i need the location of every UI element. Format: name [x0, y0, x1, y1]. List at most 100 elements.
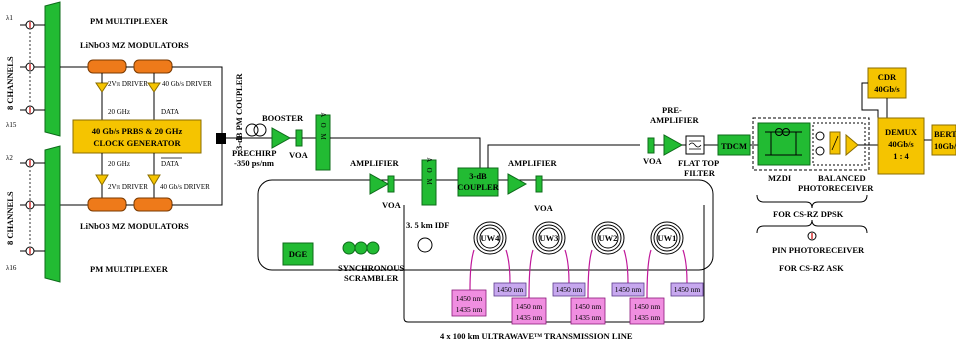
lambda-bottom-last: λ16 [6, 264, 17, 272]
pump-single-4: 1450 nm [670, 282, 704, 297]
balanced-label2: PHOTORECEIVER [798, 183, 874, 193]
driver-40g-top-label: 40 Gb/s DRIVER [162, 80, 212, 88]
svg-text:1450 nm: 1450 nm [634, 302, 661, 311]
amplifier-2 [507, 173, 528, 195]
cdr-label2: 40Gb/s [874, 84, 900, 94]
driver-2v-bottom-triangle [95, 174, 109, 186]
scrambler-label2: SCRAMBLER [344, 273, 399, 283]
3db-coupler-label2: COUPLER [457, 182, 499, 192]
voa-4 [647, 137, 655, 154]
mz-modulator-bottom-2 [133, 197, 173, 212]
spool-uw2: UW2 [591, 221, 625, 255]
cdr-label1: CDR [878, 72, 897, 82]
ghz-top-label: 20 GHz [108, 108, 130, 116]
lambda-bottom-first: λ2 [6, 154, 13, 162]
receiver-group [752, 117, 870, 171]
svg-text:1435 nm: 1435 nm [456, 305, 483, 314]
amplifier-2-label: AMPLIFIER [508, 158, 558, 168]
clock-generator-line2: CLOCK GENERATOR [93, 138, 181, 148]
driver-2v-top-label: 2Vπ DRIVER [108, 80, 148, 88]
filter-label1: FLAT TOP [678, 158, 719, 168]
lambda-top-first: λ1 [6, 14, 13, 22]
dge-label: DGE [289, 249, 308, 259]
driver-2v-top-triangle [95, 82, 109, 93]
svg-text:1435 nm: 1435 nm [516, 313, 543, 322]
ghz-bottom-label: 20 GHz [108, 160, 130, 168]
pre-amplifier-label1: PRE- [662, 105, 682, 115]
amplifier-1-label: AMPLIFIER [350, 158, 400, 168]
pump-double-3: 1450 nm 1435 nm [570, 297, 606, 325]
svg-text:1450 nm: 1450 nm [556, 285, 583, 294]
idf-coil [417, 237, 433, 253]
mz-modulators-bottom-label: LiNbO3 MZ MODULATORS [80, 221, 189, 231]
svg-text:1435 nm: 1435 nm [634, 313, 661, 322]
clock-generator-line1: 40 Gb/s PRBS & 20 GHz [92, 126, 183, 136]
spool-uw1: UW1 [650, 221, 684, 255]
3db-coupler [457, 167, 499, 197]
idf-label: 3. 5 km IDF [406, 220, 449, 230]
channels-top-label: 8 CHANNELS [5, 56, 15, 110]
mz-modulators-top-label: LiNbO3 MZ MODULATORS [80, 40, 189, 50]
balanced-label1: BALANCED [818, 173, 866, 183]
scrambler-coil [354, 241, 368, 255]
aom-2 [421, 159, 437, 206]
mzdi [757, 122, 811, 166]
voa-3-label: VOA [534, 203, 554, 213]
filter-label2: FILTER [684, 168, 716, 178]
scrambler-label1: SYNCHRONOUS [338, 263, 404, 273]
channels-bottom-label: 8 CHANNELS [5, 191, 15, 245]
pin-label: PIN PHOTORECEIVER [772, 245, 865, 255]
filter-icon [688, 140, 702, 150]
bottom-transmitter: 20 GHz DATA 2Vπ DRIVER 40 Gb/s DRIVER Li… [5, 142, 223, 283]
svg-text:1450 nm: 1450 nm [674, 285, 701, 294]
voa-4-label: VOA [643, 156, 663, 166]
voa-1 [295, 129, 303, 147]
pm-multiplexer-top [44, 1, 61, 137]
pump-single-1: 1450 nm [493, 282, 527, 297]
mzdi-label: MZDI [768, 173, 792, 183]
transmission-line-caption: 4 x 100 km ULTRAWAVETM TRANSMISSION LINE [440, 331, 633, 341]
bert [931, 124, 956, 156]
svg-text:UW2: UW2 [599, 233, 618, 243]
pump-double-2: 1450 nm 1435 nm [511, 297, 547, 325]
driver-40g-bottom-triangle [147, 174, 161, 186]
pump-single-3: 1450 nm [611, 282, 645, 297]
svg-text:1450 nm: 1450 nm [615, 285, 642, 294]
booster-label: BOOSTER [262, 113, 304, 123]
mz-modulator-top-1 [87, 59, 127, 74]
3db-coupler-label1: 3-dB [469, 171, 487, 181]
driver-40g-bottom-label: 40 Gb/s DRIVER [160, 183, 210, 191]
bert-label1: BERT [934, 129, 956, 139]
voa-2 [387, 175, 395, 193]
dge [282, 242, 314, 266]
pump-connectors [469, 249, 688, 299]
data-bottom-label: DATA [161, 160, 179, 168]
driver-40g-top-triangle [147, 82, 161, 93]
mzdi-interferometer-icon [765, 131, 802, 156]
dpsk-brace [756, 194, 868, 209]
mz-modulator-top-2 [133, 59, 173, 74]
booster-amplifier [271, 127, 292, 149]
pre-amplifier [663, 134, 684, 156]
amplifier-1 [369, 173, 390, 195]
photodiode-icon [815, 146, 825, 156]
pm-multiplexer-top-label: PM MULTIPLEXER [90, 16, 169, 26]
pm-coupler-block [216, 133, 226, 144]
aom-1-label: A O M [319, 112, 327, 141]
receiver-amp-triangle [845, 133, 859, 157]
tdcm-label: TDCM [721, 141, 747, 151]
precirp-coil [245, 123, 267, 137]
bert-label2: 10Gb/s [934, 141, 956, 151]
svg-text:UW3: UW3 [540, 233, 559, 243]
scrambler-coil [366, 241, 380, 255]
voa-3 [535, 175, 543, 193]
pm-multiplexer-bottom [44, 145, 61, 283]
svg-text:1450 nm: 1450 nm [516, 302, 543, 311]
photodiode-icon [815, 131, 825, 141]
aom-1 [315, 114, 331, 171]
driver-2v-bottom-label: 2Vπ DRIVER [108, 183, 148, 191]
spools-group: UW4 UW3 UW2 UW1 [451, 221, 704, 325]
mz-modulator-bottom-1 [87, 197, 127, 212]
demux [877, 117, 925, 175]
